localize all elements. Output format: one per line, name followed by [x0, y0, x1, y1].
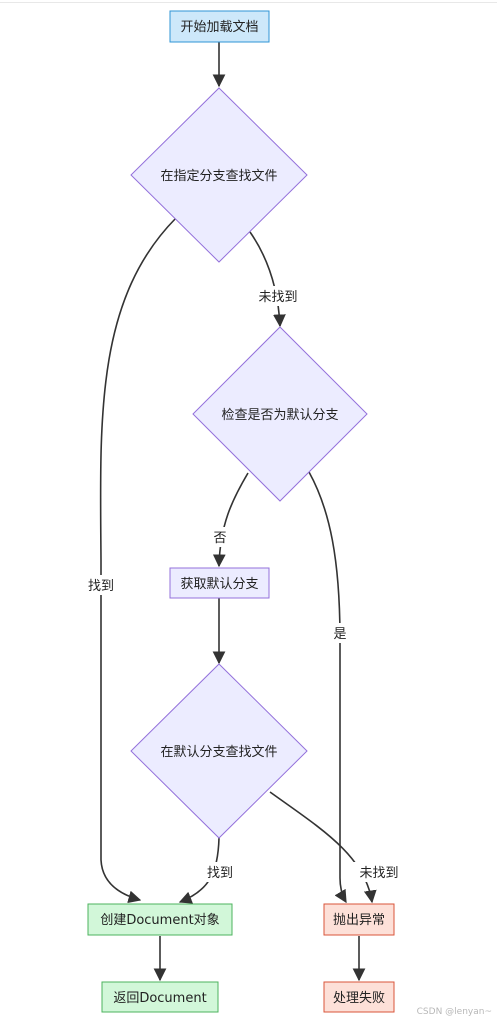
edge-label-bg — [210, 527, 230, 547]
node-check-default: 检查是否为默认分支 — [192, 326, 368, 502]
edge-label-bg — [84, 575, 118, 595]
edge-find-to-create — [99, 217, 177, 904]
node-find-in-branch-label: 在指定分支查找文件 — [160, 169, 277, 184]
node-get-default-label: 获取默认分支 — [180, 576, 258, 592]
edge-label-no: 否 — [210, 527, 230, 547]
node-start-box — [169, 10, 270, 43]
edge-label-bg — [253, 286, 303, 306]
edge-label-found-2-text: 找到 — [207, 866, 233, 881]
edge-label-bg — [202, 862, 238, 882]
edge-label-found-2: 找到 — [202, 862, 238, 882]
edge-label-bg — [329, 623, 351, 643]
edge-label-found-1: 找到 — [84, 575, 118, 595]
edge-label-bg — [353, 862, 405, 882]
edge-label-not-found-1-text: 未找到 — [258, 290, 297, 305]
node-return-document-label: 返回Document — [113, 991, 206, 1006]
node-check-default-label: 检查是否为默认分支 — [221, 407, 338, 423]
node-start-label: 开始加载文档 — [180, 20, 258, 35]
edge-label-no-text: 否 — [213, 531, 226, 546]
node-find-in-default-label: 在默认分支查找文件 — [160, 744, 277, 760]
edge-label-yes: 是 — [329, 623, 351, 643]
node-get-default-box — [169, 567, 270, 599]
edge-check-to-get — [212, 472, 249, 568]
watermark: CSDN @lenyan~ — [417, 1007, 492, 1017]
edge-label-yes-text: 是 — [333, 627, 346, 642]
node-process-failed: 处理失败 — [323, 981, 395, 1013]
edge-findDefault-to-throw — [269, 791, 377, 904]
edge-label-not-found-2-text: 未找到 — [359, 866, 398, 881]
edge-find-to-check — [249, 231, 286, 328]
node-throw-exception-box — [323, 903, 395, 936]
edge-label-not-found-2: 未找到 — [353, 862, 405, 882]
node-throw-exception: 抛出异常 — [323, 903, 395, 936]
edge-check-to-throw — [308, 471, 347, 904]
edge-label-found-1-text: 找到 — [88, 579, 114, 594]
node-process-failed-label: 处理失败 — [333, 991, 385, 1006]
edge-label-not-found-1: 未找到 — [253, 286, 303, 306]
node-find-in-default: 在默认分支查找文件 — [130, 663, 308, 839]
node-create-document: 创建Document对象 — [87, 903, 233, 936]
decision-diamond — [130, 87, 308, 263]
node-find-in-branch: 在指定分支查找文件 — [130, 87, 308, 263]
decision-diamond — [192, 326, 368, 502]
edges — [99, 42, 377, 982]
node-create-document-label: 创建Document对象 — [100, 913, 219, 928]
node-start: 开始加载文档 — [169, 10, 270, 43]
node-process-failed-box — [323, 981, 395, 1013]
node-return-document: 返回Document — [101, 981, 219, 1013]
node-throw-exception-label: 抛出异常 — [333, 913, 385, 928]
node-create-document-box — [87, 903, 233, 936]
decision-diamond — [130, 663, 308, 839]
node-return-document-box — [101, 981, 219, 1013]
node-get-default: 获取默认分支 — [169, 567, 270, 599]
